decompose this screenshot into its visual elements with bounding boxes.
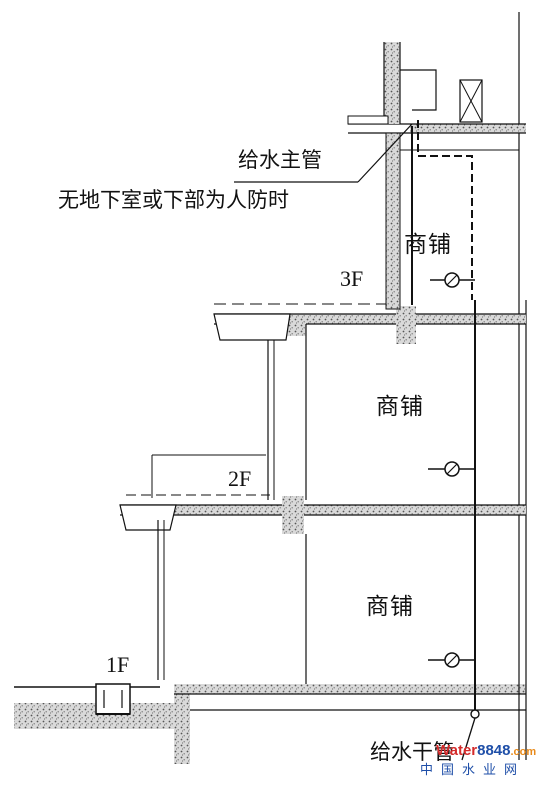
callout-leaders — [234, 123, 413, 183]
room-label-3f: 商铺 — [404, 232, 452, 258]
water-supply-piping — [411, 120, 480, 761]
supply-pipe-label: 给水干管 — [370, 740, 454, 764]
roof-slab — [347, 42, 526, 134]
watermark-brand-prefix: Water — [436, 742, 478, 759]
right-exterior-wall — [518, 12, 527, 760]
floor-slab-3f — [213, 303, 526, 344]
structural-walls — [151, 132, 519, 684]
watermark-logo: Water8848.com — [436, 742, 536, 758]
condition-note: 无地下室或下部为人防时 — [58, 188, 289, 212]
floor-label-3f: 3F — [340, 266, 364, 291]
floor-label-2f: 2F — [228, 466, 252, 491]
main-pipe-label: 给水主管 — [238, 148, 322, 172]
watermark-brand-tld: .com — [510, 746, 537, 758]
watermark-site-name: 中国水业网 — [420, 763, 526, 778]
ground-slab — [14, 683, 526, 764]
room-label-1f: 商铺 — [366, 594, 414, 620]
room-label-2f: 商铺 — [376, 394, 424, 420]
watermark-brand-suffix: 8848 — [477, 742, 511, 759]
water-meter-3f — [430, 272, 475, 288]
floor-label-1f: 1F — [106, 652, 130, 677]
floor-slab-2f — [119, 494, 526, 534]
water-meter-1f — [428, 652, 475, 668]
water-meter-2f — [428, 461, 475, 477]
